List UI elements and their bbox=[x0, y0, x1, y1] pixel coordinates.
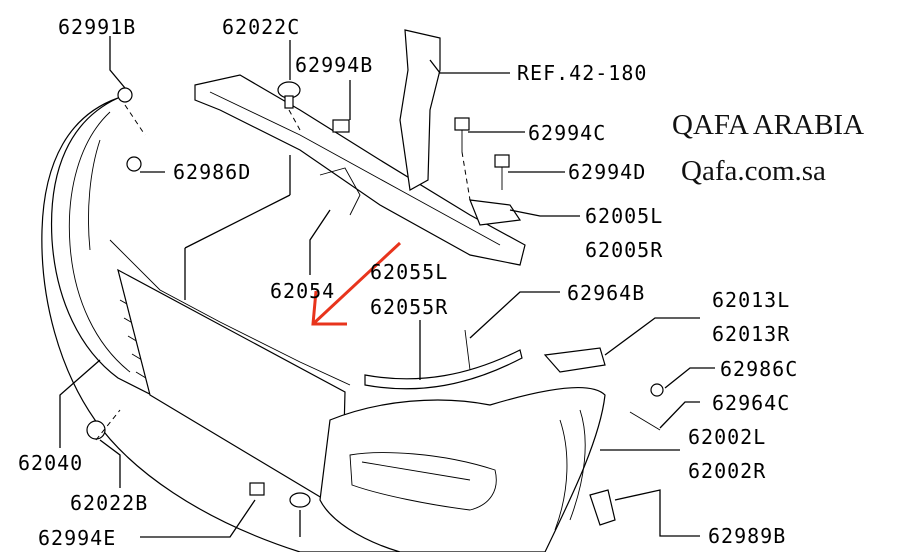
front-bumper-assembly bbox=[41, 97, 606, 552]
label-62964C: 62964C bbox=[712, 391, 790, 415]
leader-lines bbox=[59, 36, 715, 538]
bracket-62005 bbox=[469, 199, 522, 226]
red-indicator-arrow bbox=[311, 241, 402, 326]
label-62994B: 62994B bbox=[295, 53, 373, 77]
label-62013L: 62013L bbox=[712, 288, 790, 312]
moulding-62055 bbox=[364, 349, 523, 390]
label-62055R: 62055R bbox=[370, 295, 448, 319]
label-62002R: 62002R bbox=[688, 459, 766, 483]
label-62989B: 62989B bbox=[708, 524, 786, 548]
upper-bracket-62054 bbox=[194, 74, 526, 266]
label-ref-42-180: REF.42-180 bbox=[517, 61, 647, 85]
label-62022C: 62022C bbox=[222, 15, 300, 39]
label-62994C: 62994C bbox=[528, 121, 606, 145]
label-62986C: 62986C bbox=[720, 357, 798, 381]
assembly-dashed-lines bbox=[95, 104, 471, 441]
label-62964B: 62964B bbox=[567, 281, 645, 305]
label-62054: 62054 bbox=[270, 279, 335, 303]
side-bracket-62013 bbox=[543, 347, 606, 373]
label-62005R: 62005R bbox=[585, 238, 663, 262]
bracket-62989B bbox=[589, 489, 616, 526]
watermark-website: Qafa.com.sa bbox=[681, 155, 826, 187]
ref-bracket bbox=[399, 29, 441, 191]
label-62002L: 62002L bbox=[688, 425, 766, 449]
label-62040: 62040 bbox=[18, 451, 83, 475]
label-62022B: 62022B bbox=[70, 491, 148, 515]
fasteners bbox=[86, 81, 664, 508]
label-62991B: 62991B bbox=[58, 15, 136, 39]
label-62005L: 62005L bbox=[585, 204, 663, 228]
label-62986D: 62986D bbox=[173, 160, 251, 184]
label-62994E: 62994E bbox=[38, 526, 116, 550]
label-62055L: 62055L bbox=[370, 260, 448, 284]
watermark-company: QAFA ARABIA bbox=[672, 109, 864, 141]
part-number-labels: 62991B 62022C 62994B REF.42-180 62994C 6… bbox=[18, 15, 798, 550]
label-62013R: 62013R bbox=[712, 322, 790, 346]
label-62994D: 62994D bbox=[568, 160, 646, 184]
watermark: QAFA ARABIA Qafa.com.sa bbox=[672, 109, 864, 187]
